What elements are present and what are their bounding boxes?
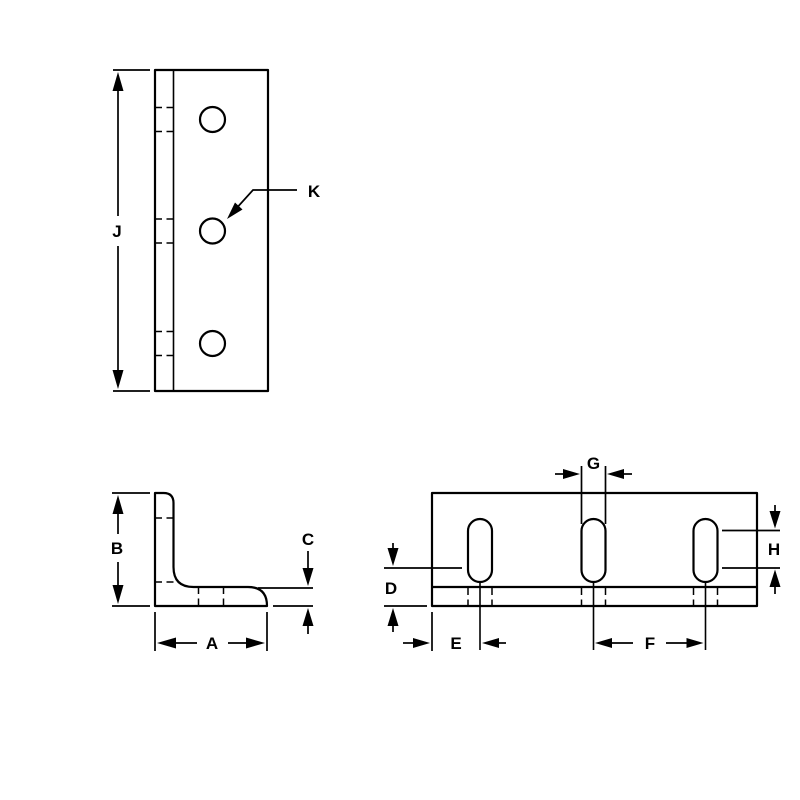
dimension-label-K: K — [308, 182, 321, 201]
top-view-slot-centerlines — [479, 582, 707, 650]
dimension-label-D: D — [385, 579, 397, 598]
dimension-E: E — [403, 612, 506, 653]
arrowhead-left — [595, 638, 612, 648]
leader-K: K — [227, 182, 321, 219]
dimension-D: D — [384, 543, 462, 632]
front-view — [153, 68, 270, 393]
front-view-hole-middle — [198, 217, 227, 245]
dimension-label-J: J — [112, 222, 121, 241]
arrowhead-left — [482, 638, 499, 648]
arrowhead-up — [112, 495, 124, 514]
arrowhead-left — [157, 637, 176, 649]
top-view-hidden-lines — [467, 588, 719, 605]
dimension-F: F — [595, 634, 704, 653]
front-view-hidden-lines — [155, 106, 174, 357]
dimension-C: C — [258, 530, 314, 634]
dimension-label-C: C — [302, 530, 314, 549]
arrowhead-right — [686, 638, 704, 648]
leader-line — [233, 189, 297, 212]
top-view — [430, 491, 759, 650]
arrowhead-left — [607, 469, 624, 479]
arrowhead-down — [112, 370, 124, 389]
arrowhead-down — [387, 548, 399, 566]
arrowhead-leader — [227, 202, 243, 219]
front-view-hole-bottom — [198, 329, 227, 358]
dimension-J: J — [112, 69, 150, 392]
arrowhead-down — [112, 585, 124, 604]
dimension-label-E: E — [450, 634, 461, 653]
dimension-label-H: H — [768, 540, 780, 559]
dimension-A: A — [154, 612, 268, 653]
front-view-hole-top — [198, 105, 227, 134]
arrowhead-right — [413, 638, 430, 648]
arrowhead-down — [302, 568, 314, 586]
arrowhead-up — [387, 608, 399, 626]
arrowhead-right — [246, 637, 265, 649]
profile-view-hidden-lines — [155, 517, 225, 606]
dimension-label-A: A — [206, 634, 218, 653]
dimension-G: G — [555, 454, 632, 524]
arrowhead-up — [112, 72, 124, 91]
dimension-label-G: G — [587, 454, 600, 473]
dimension-label-B: B — [111, 539, 123, 558]
front-view-plate-outline — [153, 68, 270, 393]
profile-view — [153, 491, 269, 608]
dimension-label-F: F — [645, 634, 655, 653]
arrowhead-right — [563, 469, 580, 479]
profile-view-outline — [153, 491, 269, 608]
dimension-B: B — [111, 492, 150, 607]
arrowhead-up — [769, 569, 781, 587]
arrowhead-down — [769, 511, 781, 529]
dimension-H: H — [722, 505, 781, 594]
arrowhead-up — [302, 608, 314, 626]
